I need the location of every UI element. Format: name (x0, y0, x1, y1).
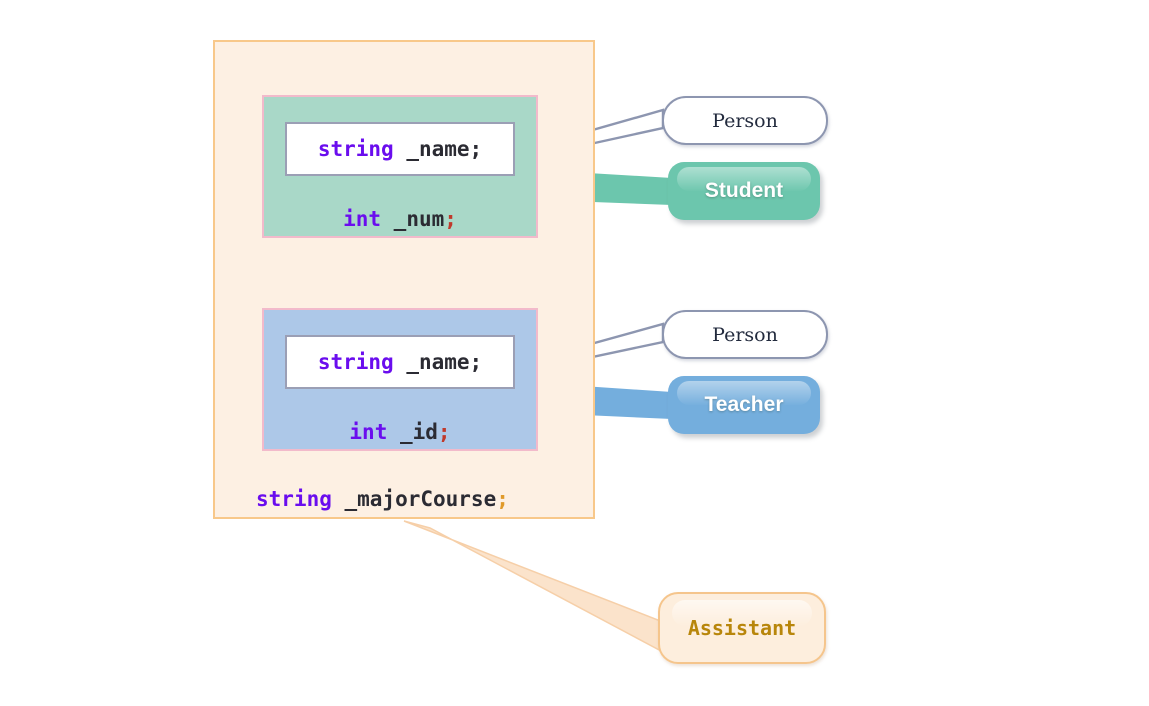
teacher-name-field: string _name; (318, 350, 482, 374)
keyword-token: string (317, 350, 394, 374)
student-num-field: int _num; (262, 207, 538, 231)
teacher-name-field-box: string _name; (285, 335, 515, 389)
derived-class-label-student[interactable]: Student (668, 162, 820, 220)
base-class-label-student[interactable]: Person (662, 96, 828, 145)
student-name-field: string _name; (318, 137, 482, 161)
keyword-token: int (343, 207, 382, 231)
terminator-token: ; (496, 487, 509, 511)
major-course-field: string _majorCourse; (256, 487, 509, 511)
teacher-id-field: int _id; (262, 420, 538, 444)
derived-class-text: Student (704, 179, 784, 202)
base-class-text: Person (712, 323, 778, 346)
assistant-class-text: Assistant (687, 616, 797, 640)
keyword-token: int (349, 420, 388, 444)
identifier-token: _name (393, 350, 470, 374)
terminator-token: ; (469, 137, 483, 161)
keyword-token: string (256, 487, 332, 511)
base-class-label-teacher[interactable]: Person (662, 310, 828, 359)
keyword-token: string (317, 137, 394, 161)
base-class-text: Person (712, 109, 778, 132)
derived-class-text: Teacher (704, 393, 784, 416)
terminator-token: ; (437, 420, 451, 444)
terminator-token: ; (469, 350, 483, 374)
student-name-field-box: string _name; (285, 122, 515, 176)
derived-class-label-teacher[interactable]: Teacher (668, 376, 820, 434)
identifier-token: _majorCourse (331, 487, 497, 511)
terminator-token: ; (444, 207, 457, 231)
identifier-token: _num (381, 207, 445, 231)
identifier-token: _name (393, 137, 470, 161)
connector-assistant (403, 520, 664, 654)
assistant-class-label[interactable]: Assistant (658, 592, 826, 664)
identifier-token: _id (387, 420, 438, 444)
